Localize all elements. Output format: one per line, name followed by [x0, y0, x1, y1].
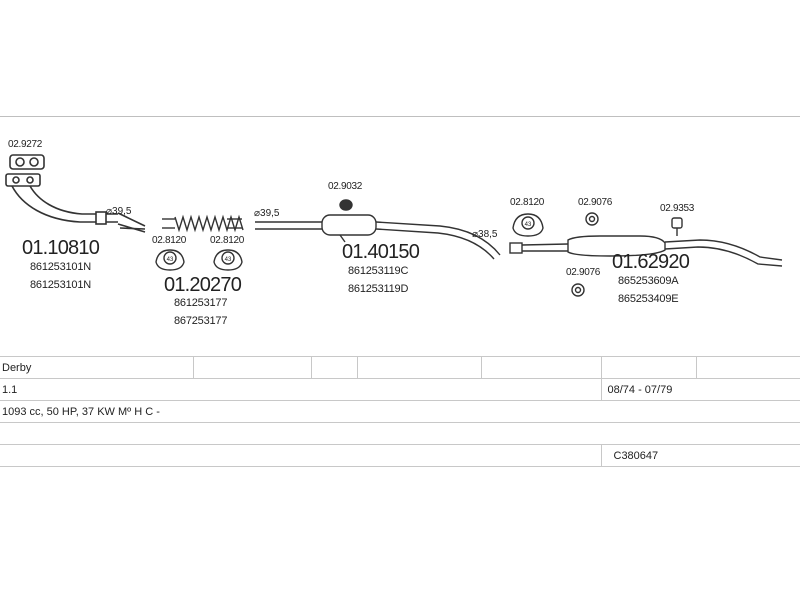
part-code-4: 01.62920: [612, 251, 690, 273]
part-ref-1a: 861253101N: [30, 261, 92, 273]
gasket-9272-label: 02.9272: [8, 139, 43, 150]
gasket-8120-left-label: 02.8120: [152, 235, 187, 246]
years-cell: 08/74 - 07/79: [600, 378, 800, 401]
mount-9032-icon: [339, 199, 353, 211]
rear-silencer-drawing: [509, 212, 783, 297]
table-row: 1.1 08/74 - 07/79: [0, 378, 800, 401]
middle-silencer-drawing: [255, 199, 501, 260]
part-ref-3a: 861253119C: [348, 265, 409, 277]
gasket-right-value: 43: [225, 257, 232, 263]
gasket-8120-left-icon: [155, 249, 185, 271]
part-ref-4b: 865253409E: [618, 293, 679, 305]
part-ref-4a: 865253609A: [618, 275, 679, 287]
gasket-8120-rear-icon: [512, 213, 544, 237]
engine-cell: 1.1: [0, 378, 601, 401]
diameter-label-3: ⌀38,5: [472, 229, 498, 240]
part-ref-3b: 861253119D: [348, 283, 409, 295]
diameter-label-2: ⌀39,5: [254, 208, 280, 219]
clamp-9353-icon: [671, 217, 683, 236]
mount-9076-top-icon: [585, 212, 599, 226]
part-code-1: 01.10810: [22, 237, 100, 259]
catalog-cell: C380647: [600, 444, 800, 467]
table-row: Derby: [0, 356, 800, 379]
gasket-rear-value: 43: [525, 222, 532, 228]
part-code-2: 01.20270: [164, 274, 242, 296]
part-code-3: 01.40150: [342, 241, 420, 263]
exhaust-parts-drawing: 43 43 43: [5, 154, 783, 297]
specs-cell: 1093 cc, 50 HP, 37 KW Mº H C -: [0, 400, 800, 423]
table-row: C380647: [0, 444, 800, 467]
table-row: 1093 cc, 50 HP, 37 KW Mº H C -: [0, 400, 800, 423]
mount-9076-bottom-label: 02.9076: [566, 267, 601, 278]
part-ref-1b: 861253101N: [30, 279, 92, 291]
gasket-8120-right-label: 02.8120: [210, 235, 245, 246]
clamp-9353-label: 02.9353: [660, 203, 695, 214]
mount-9076-bottom-icon: [571, 283, 585, 297]
part-ref-2b: 867253177: [174, 315, 228, 327]
top-frame-line: [0, 116, 800, 117]
flange-icon: [5, 173, 41, 187]
diameter-label-1: ⌀39,5: [106, 206, 132, 217]
gasket-8120-right-icon: [213, 249, 243, 271]
table-row: [0, 422, 800, 445]
gasket-9272-icon: [9, 154, 45, 170]
model-cell: Derby: [0, 356, 193, 379]
front-pipe-drawing: [5, 154, 146, 233]
part-ref-2a: 861253177: [174, 297, 228, 309]
gasket-left-value: 43: [167, 257, 174, 263]
mount-9076-top-label: 02.9076: [578, 197, 613, 208]
gasket-8120-rear-label: 02.8120: [510, 197, 545, 208]
flex-pipe-drawing: [155, 214, 244, 271]
mount-9032-label: 02.9032: [328, 181, 363, 192]
vehicle-info-table: Derby 1.1 08/74 - 07/79 1093 cc, 50 HP, …: [0, 356, 800, 467]
